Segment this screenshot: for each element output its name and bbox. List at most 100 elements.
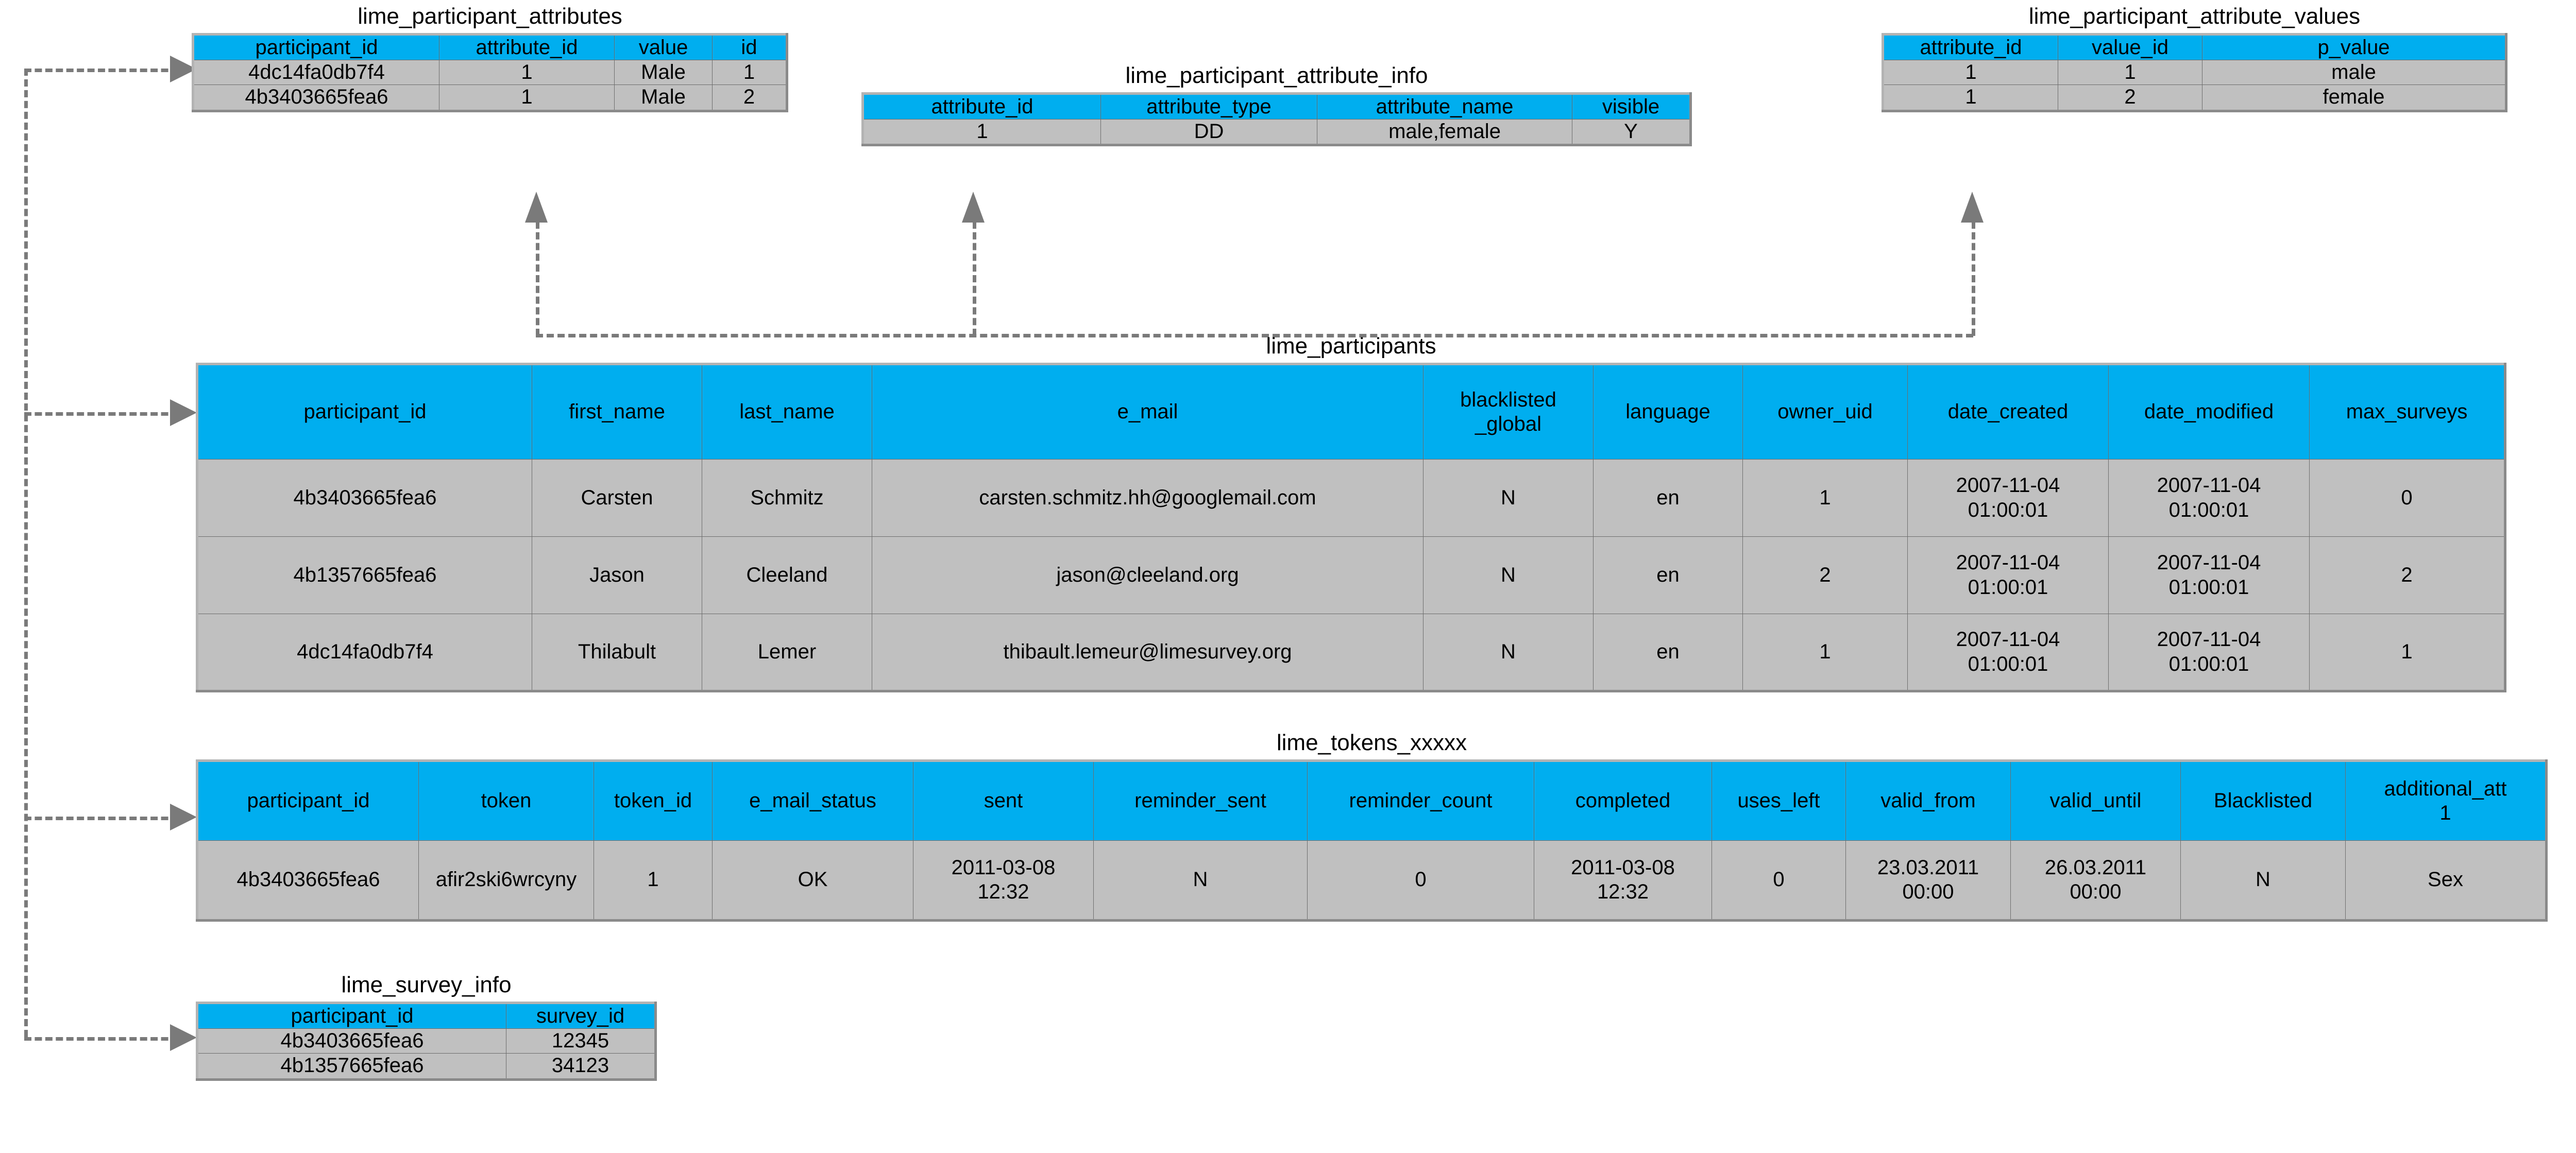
attribute-bus-horizontal-connector [536, 334, 1973, 337]
table-title-survey-info: lime_survey_info [341, 972, 512, 997]
column-header-valid-until: valid_until [2010, 760, 2181, 841]
table-row: 4b3403665fea6 1 Male 2 [193, 84, 787, 111]
cell-uses-left: 0 [1711, 840, 1846, 921]
cell-id: 1 [712, 60, 787, 86]
table-block-survey-info: lime_survey_info participant_id survey_i… [196, 974, 657, 1081]
cell-completed: 2011-03-08 12:32 [1534, 840, 1712, 921]
column-header-first-name: first_name [532, 364, 702, 460]
column-header-reminder-sent: reminder_sent [1093, 760, 1308, 841]
table-participants: participant_id first_name last_name e_ma… [196, 363, 2506, 692]
connector-to-survey-info [24, 1037, 179, 1041]
cell-valid-from: 23.03.2011 00:00 [1845, 840, 2011, 921]
column-header-participant-id: participant_id [197, 1002, 506, 1029]
arrowhead-attribute-bus-attribute-values [1961, 192, 1984, 223]
table-header-row: attribute_id value_id p_value [1883, 33, 2506, 61]
table-block-participants: lime_participants participant_id first_n… [196, 335, 2506, 692]
column-header-date-modified: date_modified [2108, 364, 2310, 460]
table-block-participant-attribute-values: lime_participant_attribute_values attrib… [1882, 5, 2507, 112]
table-row: 4b3403665fea6 afir2ski6wrcyny 1 OK 2011-… [197, 840, 2547, 921]
table-tokens: participant_id token token_id e_mail_sta… [196, 759, 2548, 922]
arrowhead-participants [170, 399, 197, 426]
column-header-language: language [1593, 364, 1743, 460]
column-header-attribute-id: attribute_id [1883, 33, 2058, 61]
cell-date-created: 2007-11-04 01:00:01 [1907, 614, 2109, 691]
table-row: 1 DD male,female Y [862, 119, 1691, 146]
column-header-blacklisted-global: blacklisted _global [1423, 364, 1594, 460]
cell-owner-uid: 2 [1742, 536, 1908, 614]
cell-attribute-id: 1 [439, 60, 615, 86]
column-header-attribute-id: attribute_id [439, 33, 615, 61]
cell-value: Male [614, 84, 713, 111]
cell-participant-id: 4b1357665fea6 [197, 1053, 506, 1080]
cell-participant-id: 4dc14fa0db7f4 [193, 60, 439, 86]
cell-participant-id: 4dc14fa0db7f4 [197, 614, 532, 691]
cell-p-value: female [2202, 84, 2506, 111]
cell-date-modified: 2007-11-04 01:00:01 [2108, 614, 2310, 691]
cell-blacklisted-global: N [1423, 614, 1594, 691]
column-header-attribute-id: attribute_id [862, 93, 1101, 120]
cell-participant-id: 4b3403665fea6 [197, 459, 532, 537]
connector-to-participants [24, 412, 179, 416]
table-row: 4b3403665fea6 12345 [197, 1028, 656, 1054]
left-spine-vertical-connector [24, 69, 28, 1037]
cell-max-surveys: 0 [2309, 459, 2505, 537]
column-header-uses-left: uses_left [1711, 760, 1846, 841]
connector-to-participant-attributes [24, 69, 179, 72]
table-header-row: participant_id attribute_id value id [193, 33, 787, 61]
cell-owner-uid: 1 [1742, 614, 1908, 691]
cell-blacklisted-global: N [1423, 536, 1594, 614]
table-title-participant-attribute-values: lime_participant_attribute_values [2028, 4, 2361, 29]
cell-value-id: 1 [2058, 60, 2202, 86]
attribute-bus-branch-attribute-info [973, 222, 976, 336]
cell-language: en [1593, 614, 1743, 691]
column-header-max-surveys: max_surveys [2309, 364, 2505, 460]
arrowhead-attribute-bus-attributes [525, 192, 548, 223]
cell-e-mail: jason@cleeland.org [872, 536, 1423, 614]
cell-value: Male [614, 60, 713, 86]
cell-value-id: 2 [2058, 84, 2202, 111]
cell-survey-id: 12345 [506, 1028, 656, 1054]
table-block-tokens: lime_tokens_xxxxx participant_id token t… [196, 732, 2548, 922]
cell-participant-id: 4b1357665fea6 [197, 536, 532, 614]
table-row: 4b1357665fea6 34123 [197, 1053, 656, 1080]
cell-date-modified: 2007-11-04 01:00:01 [2108, 536, 2310, 614]
cell-language: en [1593, 536, 1743, 614]
cell-attribute-id: 1 [1883, 60, 2058, 86]
column-header-visible: visible [1572, 93, 1691, 120]
arrowhead-tokens [170, 804, 197, 830]
column-header-p-value: p_value [2202, 33, 2506, 61]
cell-token-id: 1 [594, 840, 713, 921]
arrowhead-attribute-bus-attribute-info [962, 192, 985, 223]
table-row: 4b1357665fea6 Jason Cleeland jason@cleel… [197, 536, 2505, 614]
cell-visible: Y [1572, 119, 1691, 146]
column-header-sent: sent [913, 760, 1094, 841]
column-header-token-id: token_id [594, 760, 713, 841]
column-header-attribute-name: attribute_name [1317, 93, 1572, 120]
column-header-last-name: last_name [702, 364, 872, 460]
cell-first-name: Thilabult [532, 614, 702, 691]
column-header-value: value [614, 33, 713, 61]
table-title-participant-attributes: lime_participant_attributes [358, 4, 622, 29]
cell-date-created: 2007-11-04 01:00:01 [1907, 536, 2109, 614]
cell-additional-att-1: Sex [2345, 840, 2547, 921]
column-header-participant-id: participant_id [193, 33, 439, 61]
cell-max-surveys: 2 [2309, 536, 2505, 614]
cell-last-name: Lemer [702, 614, 872, 691]
cell-attribute-id: 1 [1883, 84, 2058, 111]
table-title-participants: lime_participants [1266, 333, 1436, 359]
column-header-completed: completed [1534, 760, 1712, 841]
cell-date-modified: 2007-11-04 01:00:01 [2108, 459, 2310, 537]
arrowhead-survey-info [170, 1024, 197, 1051]
cell-e-mail-status: OK [712, 840, 913, 921]
cell-p-value: male [2202, 60, 2506, 86]
column-header-reminder-count: reminder_count [1307, 760, 1534, 841]
connector-to-tokens [24, 817, 179, 820]
column-header-date-created: date_created [1907, 364, 2109, 460]
cell-first-name: Jason [532, 536, 702, 614]
table-title-tokens: lime_tokens_xxxxx [1276, 730, 1467, 755]
cell-token: afir2ski6wrcyny [418, 840, 594, 921]
cell-last-name: Cleeland [702, 536, 872, 614]
table-header-row: participant_id token token_id e_mail_sta… [197, 760, 2547, 841]
table-header-row: participant_id first_name last_name e_ma… [197, 364, 2505, 460]
